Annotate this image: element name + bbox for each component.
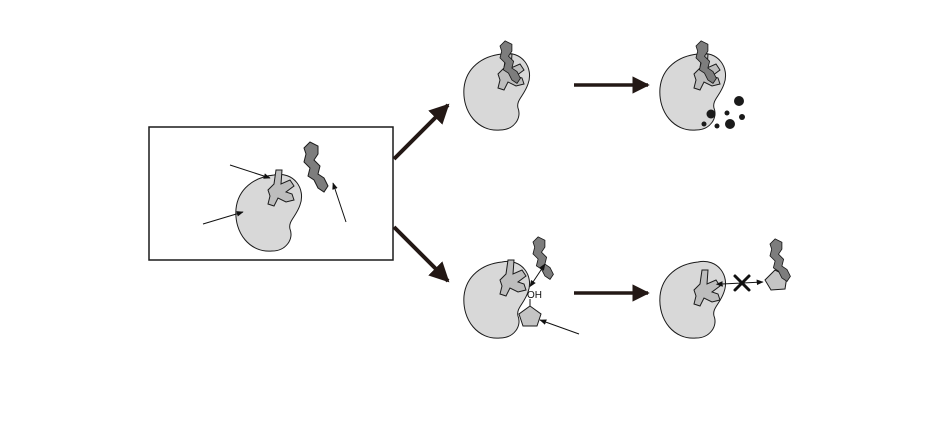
pointer-arrow-cell xyxy=(202,211,244,225)
pointer-arrow-ligand xyxy=(332,182,347,223)
ligand-left xyxy=(303,141,329,193)
interaction-arrow-bottom xyxy=(529,263,546,288)
ligand-free-bottom xyxy=(532,236,554,280)
inhibitor-pentagon-bottom xyxy=(518,305,542,327)
pointer-arrow-inhibitor xyxy=(539,319,580,335)
particle-dots-icon xyxy=(701,96,745,129)
oh-label: OH xyxy=(527,290,542,301)
components-box xyxy=(148,126,394,261)
x-mark-icon xyxy=(733,274,751,292)
branch-arrow-upper xyxy=(392,103,450,161)
branch-arrow-lower xyxy=(392,225,450,283)
pointer-arrow-receptor xyxy=(229,164,271,179)
